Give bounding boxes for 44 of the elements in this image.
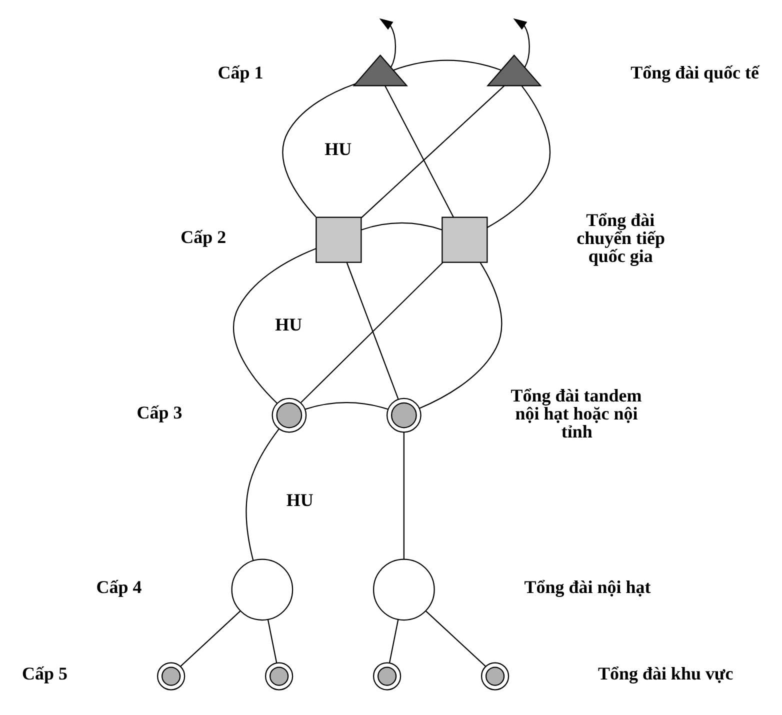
- label: Tổng đài tandem nội hạt hoặc nội tỉnh: [510, 386, 642, 442]
- connector: [361, 222, 442, 230]
- connector: [426, 610, 486, 667]
- connector: [346, 262, 399, 400]
- label: Tổng đài quốc tế: [630, 62, 760, 83]
- label: Cấp 1: [218, 62, 264, 83]
- node-box: [316, 216, 362, 263]
- node-circle: [386, 398, 422, 433]
- node-circle: [157, 662, 186, 690]
- connector: [361, 85, 505, 218]
- connector: [282, 83, 356, 218]
- connector: [384, 86, 454, 218]
- label: HU: [286, 490, 314, 510]
- connector: [487, 86, 550, 228]
- label: Tổng đài nội hạt: [524, 576, 651, 597]
- connector: [267, 620, 278, 663]
- node-circle: [272, 398, 307, 433]
- arrow: [513, 18, 530, 68]
- node-circle: [231, 558, 294, 621]
- label: Cấp 4: [96, 576, 142, 597]
- node-triangle: [486, 54, 542, 86]
- connector: [180, 610, 241, 667]
- label: Cấp 2: [180, 226, 226, 247]
- connector: [246, 428, 280, 560]
- node-circle: [373, 558, 435, 621]
- node-box: [442, 216, 488, 263]
- label: Cấp 5: [22, 663, 68, 684]
- connector: [300, 262, 444, 403]
- node-circle: [373, 662, 402, 690]
- label: HU: [275, 314, 302, 335]
- connector: [403, 432, 404, 559]
- node-circle: [265, 662, 294, 690]
- label: Tổng đài chuyển tiếp quốc gia: [576, 210, 666, 266]
- label: HU: [324, 139, 352, 160]
- connector: [393, 60, 502, 71]
- arrow: [379, 18, 396, 68]
- connector: [233, 248, 316, 404]
- label: Cấp 3: [136, 402, 182, 422]
- node-circle: [481, 662, 510, 690]
- connector: [388, 620, 399, 663]
- node-triangle: [352, 54, 408, 86]
- connector: [305, 402, 388, 410]
- connector: [419, 262, 502, 409]
- label: Tổng đài khu vực: [598, 663, 734, 684]
